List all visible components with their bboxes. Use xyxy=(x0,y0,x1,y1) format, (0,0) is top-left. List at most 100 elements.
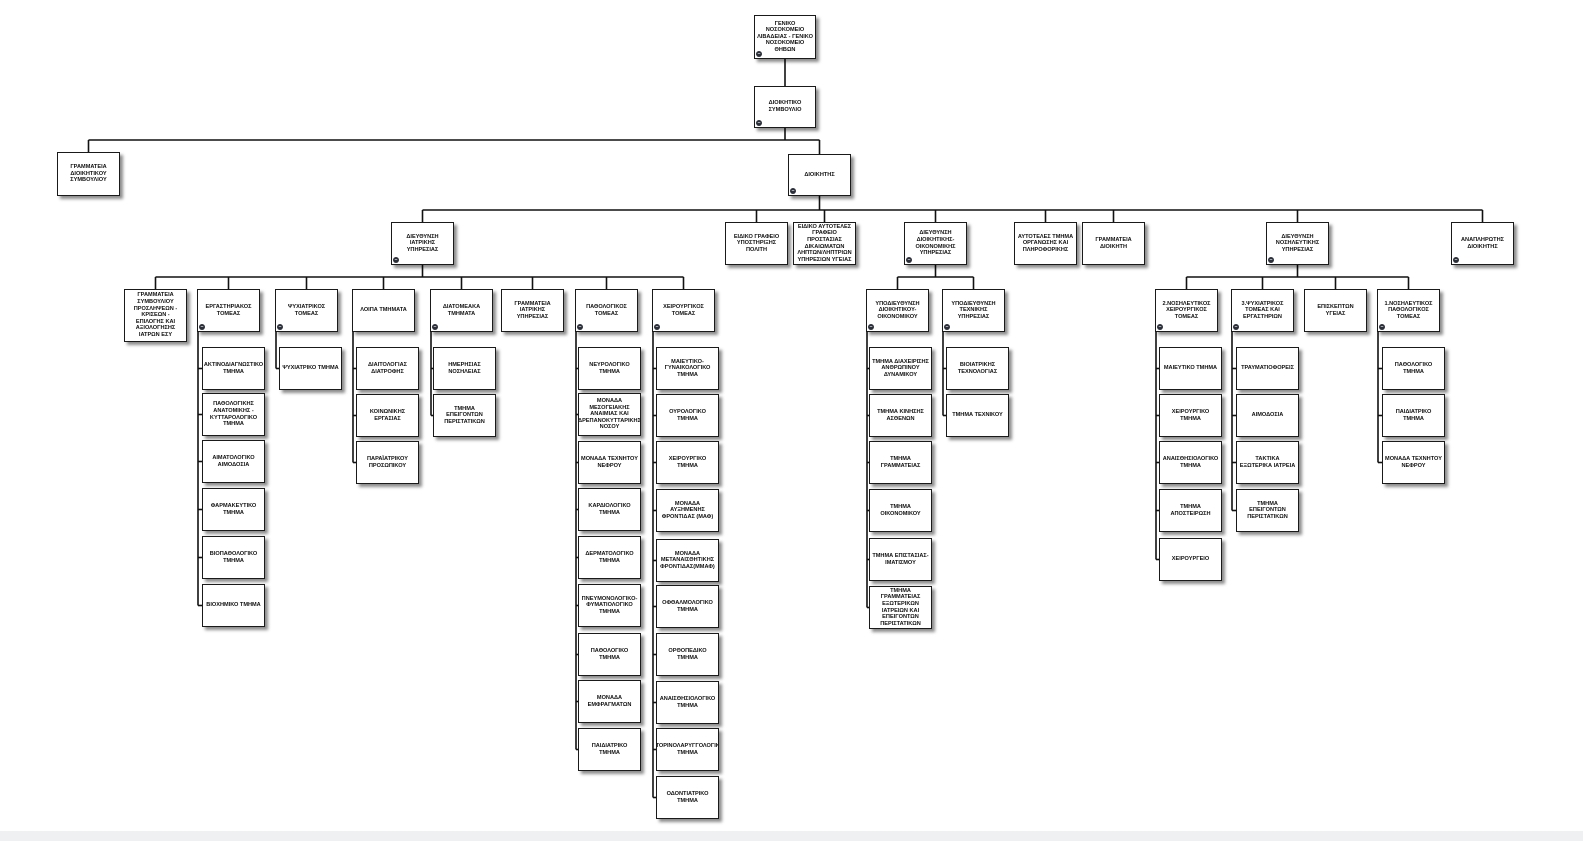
org-node-m5[interactable]: ΔΙΑΤΟΜΕΑΚΑ ΤΜΗΜΑΤΑ– xyxy=(430,289,493,332)
org-node-it[interactable]: ΑΥΤΟΤΕΛΕΣ ΤΜΗΜΑ ΟΡΓΑΝΩΣΗΣ ΚΑΙ ΠΛΗΡΟΦΟΡΙΚ… xyxy=(1014,222,1077,265)
org-node-pa1[interactable]: ΝΕΥΡΟΛΟΓΙΚΟ ΤΜΗΜΑ xyxy=(578,347,641,390)
org-node-n4-2[interactable]: ΠΑΙΔΙΑΤΡΙΚΟ ΤΜΗΜΑ xyxy=(1382,394,1445,437)
expand-collapse-icon[interactable]: – xyxy=(393,257,399,263)
org-node-s10[interactable]: ΟΔΟΝΤΙΑΤΡΙΚΟ ΤΜΗΜΑ xyxy=(656,776,719,819)
org-node-label: ΤΜΗΜΑ ΑΠΟΣΤΕΙΡΩΣΗ xyxy=(1170,503,1211,517)
expand-collapse-icon[interactable]: – xyxy=(906,257,912,263)
org-node-pa4[interactable]: ΚΑΡΔΙΟΛΟΓΙΚΟ ΤΜΗΜΑ xyxy=(578,488,641,531)
expand-collapse-icon[interactable]: – xyxy=(1379,324,1385,330)
org-node-l1[interactable]: ΑΚΤΙΝΟΔΙΑΓΝΩΣΤΙΚΟ ΤΜΗΜΑ xyxy=(202,347,265,390)
org-node-deputy[interactable]: ΑΝΑΠΛΗΡΩΤΗΣ ΔΙΟΙΚΗΤΗΣ– xyxy=(1451,222,1514,265)
expand-collapse-icon[interactable]: – xyxy=(654,324,660,330)
org-node-n2-3[interactable]: ΤΑΚΤΙΚΑ ΕΞΩΤΕΡΙΚΑ ΙΑΤΡΕΙΑ xyxy=(1236,441,1299,484)
org-node-admin[interactable]: ΔΙΕΥΘΥΝΣΗ ΔΙΟΙΚΗΤΙΚΗΣ-ΟΙΚΟΝΟΜΙΚΗΣ ΥΠΗΡΕΣ… xyxy=(904,222,967,265)
org-node-o1[interactable]: ΔΙΑΙΤΟΛΟΓΙΑΣ ΔΙΑΤΡΟΦΗΣ xyxy=(356,347,419,390)
org-node-p1[interactable]: ΨΥΧΙΑΤΡΙΚΟ ΤΜΗΜΑ xyxy=(279,347,342,390)
org-node-nursing[interactable]: ΔΙΕΥΘΥΝΣΗ ΝΟΣΗΛΕΥΤΙΚΗΣ ΥΠΗΡΕΣΙΑΣ– xyxy=(1266,222,1329,265)
org-node-pa3[interactable]: ΜΟΝΑΔΑ ΤΕΧΝΗΤΟΥ ΝΕΦΡΟΥ xyxy=(578,441,641,484)
expand-collapse-icon[interactable]: – xyxy=(944,324,950,330)
org-node-n2-1[interactable]: ΤΡΑΥΜΑΤΙΟΦΟΡΕΙΣ xyxy=(1236,347,1299,390)
org-node-m8[interactable]: ΧΕΙΡΟΥΡΓΙΚΟΣ ΤΟΜΕΑΣ– xyxy=(652,289,715,332)
org-node-pa5[interactable]: ΔΕΡΜΑΤΟΛΟΓΙΚΟ ΤΜΗΜΑ xyxy=(578,536,641,579)
org-node-n1-2[interactable]: ΧΕΙΡΟΥΡΓΙΚΟ ΤΜΗΜΑ xyxy=(1159,394,1222,437)
expand-collapse-icon[interactable]: – xyxy=(790,188,796,194)
org-node-n3[interactable]: ΕΠΙΣΚΕΠΤΩΝ ΥΓΕΙΑΣ xyxy=(1304,289,1367,332)
org-node-n2-4[interactable]: ΤΜΗΜΑ ΕΠΕΙΓΟΝΤΩΝ ΠΕΡΙΣΤΑΤΙΚΩΝ xyxy=(1236,489,1299,532)
org-node-pa2[interactable]: ΜΟΝΑΔΑ ΜΕΣΟΓΕΙΑΚΗΣ ΑΝΑΙΜΙΑΣ ΚΑΙ ΔΡΕΠΑΝΟΚ… xyxy=(578,393,641,436)
org-node-s4[interactable]: ΜΟΝΑΔΑ ΑΥΞΗΜΕΝΗΣ ΦΡΟΝΤΙΔΑΣ (ΜΑΦ) xyxy=(656,489,719,532)
org-node-n1[interactable]: 2.ΝΟΣΗΛΕΥΤΙΚΟΣ ΧΕΙΡΟΥΡΓΙΚΟΣ ΤΟΜΕΑΣ– xyxy=(1155,289,1218,332)
org-node-s9[interactable]: ΩΤΟΡΙΝΟΛΑΡΥΓΓΟΛΟΓΙΚΟ ΤΜΗΜΑ xyxy=(656,728,719,771)
org-node-s6[interactable]: ΟΦΘΑΛΜΟΛΟΓΙΚΟ ΤΜΗΜΑ xyxy=(656,585,719,628)
org-node-l3[interactable]: ΑΙΜΑΤΟΛΟΓΙΚΟ ΑΙΜΟΔΟΣΙΑ xyxy=(202,440,265,483)
org-node-med[interactable]: ΔΙΕΥΘΥΝΣΗ ΙΑΤΡΙΚΗΣ ΥΠΗΡΕΣΙΑΣ– xyxy=(391,222,454,265)
org-node-label: ΥΠΟΔΙΕΥΘΥΝΣΗ ΤΕΧΝΙΚΗΣ ΥΠΗΡΕΣΙΑΣ xyxy=(951,300,996,320)
org-node-l4[interactable]: ΦΑΡΜΑΚΕΥΤΙΚΟ ΤΜΗΜΑ xyxy=(202,488,265,531)
org-node-pa7[interactable]: ΠΑΘΟΛΟΓΙΚΟ ΤΜΗΜΑ xyxy=(578,633,641,676)
org-node-m6[interactable]: ΓΡΑΜΜΑΤΕΙΑ ΙΑΤΡΙΚΗΣ ΥΠΗΡΕΣΙΑΣ xyxy=(501,289,564,332)
expand-collapse-icon[interactable]: – xyxy=(432,324,438,330)
org-node-board[interactable]: ΔΙΟΙΚΗΤΙΚΟ ΣΥΜΒΟΥΛΙΟ– xyxy=(754,86,816,128)
org-node-a1-5[interactable]: ΤΜΗΜΑ ΕΠΙΣΤΑΣΙΑΣ-ΙΜΑΤΙΣΜΟΥ xyxy=(869,538,932,581)
org-node-o3[interactable]: ΠΑΡΑΪΑΤΡΙΚΟΥ ΠΡΟΣΩΠΙΚΟΥ xyxy=(356,441,419,484)
expand-collapse-icon[interactable]: – xyxy=(1453,257,1459,263)
org-node-governor[interactable]: ΔΙΟΙΚΗΤΗΣ– xyxy=(788,154,851,196)
org-node-pa6[interactable]: ΠΝΕΥΜΟΝΟΛΟΓΙΚΟ-ΦΥΜΑΤΙΟΛΟΓΙΚΟ ΤΜΗΜΑ xyxy=(578,584,641,627)
org-node-l2[interactable]: ΠΑΘΟΛΟΓΙΚΗΣ ΑΝΑΤΟΜΙΚΗΣ - ΚΥΤΤΑΡΟΛΟΓΙΚΟ Τ… xyxy=(202,393,265,436)
org-node-s3[interactable]: ΧΕΙΡΟΥΡΓΙΚΟ ΤΜΗΜΑ xyxy=(656,441,719,484)
expand-collapse-icon[interactable]: – xyxy=(868,324,874,330)
org-node-n2[interactable]: 3.ΨΥΧΙΑΤΡΙΚΟΣ ΤΟΜΕΑΣ ΚΑΙ ΕΡΓΑΣΤΗΡΙΩΝ– xyxy=(1231,289,1294,332)
org-node-o2[interactable]: ΚΟΙΝΩΝΙΚΗΣ ΕΡΓΑΣΙΑΣ xyxy=(356,394,419,437)
org-node-l5[interactable]: ΒΙΟΠΑΘΟΛΟΓΙΚΟ ΤΜΗΜΑ xyxy=(202,536,265,579)
expand-collapse-icon[interactable]: – xyxy=(577,324,583,330)
org-node-a1-2[interactable]: ΤΜΗΜΑ ΚΙΝΗΣΗΣ ΑΣΘΕΝΩΝ xyxy=(869,394,932,437)
org-node-s5[interactable]: ΜΟΝΑΔΑ ΜΕΤΑΝΑΙΣΘΗΤΙΚΗΣ ΦΡΟΝΤΙΔΑΣ(ΜΜΑΦ) xyxy=(656,539,719,582)
org-node-label: ΛΟΙΠΑ ΤΜΗΜΑΤΑ xyxy=(360,307,407,314)
org-node-d2[interactable]: ΤΜΗΜΑ ΕΠΕΙΓΟΝΤΩΝ ΠΕΡΙΣΤΑΤΙΚΩΝ xyxy=(433,394,496,437)
org-node-rights[interactable]: ΕΙΔΙΚΟ ΑΥΤΟΤΕΛΕΣ ΓΡΑΦΕΙΟ ΠΡΟΣΤΑΣΙΑΣ ΔΙΚΑ… xyxy=(793,222,856,265)
org-node-n4-3[interactable]: ΜΟΝΑΔΑ ΤΕΧΝΗΤΟΥ ΝΕΦΡΟΥ xyxy=(1382,441,1445,484)
org-node-n4[interactable]: 1.ΝΟΣΗΛΕΥΤΙΚΟΣ ΠΑΘΟΛΟΓΙΚΟΣ ΤΟΜΕΑΣ– xyxy=(1377,289,1440,332)
org-node-n1-4[interactable]: ΤΜΗΜΑ ΑΠΟΣΤΕΙΡΩΣΗ xyxy=(1159,489,1222,532)
org-node-a2[interactable]: ΥΠΟΔΙΕΥΘΥΝΣΗ ΤΕΧΝΙΚΗΣ ΥΠΗΡΕΣΙΑΣ– xyxy=(942,289,1005,332)
org-node-a1-1[interactable]: ΤΜΗΜΑ ΔΙΑΧΕΙΡΙΣΗΣ ΑΝΘΡΩΠΙΝΟΥ ΔΥΝΑΜΙΚΟΥ xyxy=(869,347,932,390)
org-node-m4[interactable]: ΛΟΙΠΑ ΤΜΗΜΑΤΑ xyxy=(352,289,415,332)
org-node-label: ΜΟΝΑΔΑ ΤΕΧΝΗΤΟΥ ΝΕΦΡΟΥ xyxy=(581,455,638,469)
org-node-pa9[interactable]: ΠΑΙΔΙΑΤΡΙΚΟ ΤΜΗΜΑ xyxy=(578,728,641,771)
org-node-a1-3[interactable]: ΤΜΗΜΑ ΓΡΑΜΜΑΤΕΙΑΣ xyxy=(869,441,932,484)
org-node-n1-1[interactable]: ΜΑΙΕΥΤΙΚΟ ΤΜΗΜΑ xyxy=(1159,347,1222,390)
org-node-a1-4[interactable]: ΤΜΗΜΑ ΟΙΚΟΝΟΜΙΚΟΥ xyxy=(869,489,932,532)
org-node-a1[interactable]: ΥΠΟΔΙΕΥΘΥΝΣΗ ΔΙΟΙΚΗΤΙΚΟΥ-ΟΙΚΟΝΟΜΙΚΟΥ– xyxy=(866,289,929,332)
org-node-a2-2[interactable]: ΤΜΗΜΑ ΤΕΧΝΙΚΟΥ xyxy=(946,394,1009,437)
org-node-a1-6[interactable]: ΤΜΗΜΑ ΓΡΑΜΜΑΤΕΙΑΣ ΕΞΩΤΕΡΙΚΩΝ ΙΑΤΡΕΙΩΝ ΚΑ… xyxy=(869,586,932,629)
org-node-n1-3[interactable]: ΑΝΑΙΣΘΗΣΙΟΛΟΓΙΚΟ ΤΜΗΜΑ xyxy=(1159,441,1222,484)
org-node-s8[interactable]: ΑΝΑΙΣΘΗΣΙΟΛΟΓΙΚΟ ΤΜΗΜΑ xyxy=(656,681,719,724)
org-node-m3[interactable]: ΨΥΧΙΑΤΡΙΚΟΣ ΤΟΜΕΑΣ– xyxy=(275,289,338,332)
expand-collapse-icon[interactable]: – xyxy=(1157,324,1163,330)
expand-collapse-icon[interactable]: – xyxy=(756,120,762,126)
expand-collapse-icon[interactable]: – xyxy=(1233,324,1239,330)
org-node-m2[interactable]: ΕΡΓΑΣΤΗΡΙΑΚΟΣ ΤΟΜΕΑΣ– xyxy=(197,289,260,332)
org-node-n1-5[interactable]: ΧΕΙΡΟΥΡΓΕΙΟ xyxy=(1159,538,1222,581)
org-node-s7[interactable]: ΟΡΘΟΠΕΔΙΚΟ ΤΜΗΜΑ xyxy=(656,633,719,676)
expand-collapse-icon[interactable]: – xyxy=(1268,257,1274,263)
org-node-s2[interactable]: ΟΥΡΟΛΟΓΙΚΟ ΤΜΗΜΑ xyxy=(656,394,719,437)
org-node-board-secr[interactable]: ΓΡΑΜΜΑΤΕΙΑ ΔΙΟΙΚΗΤΙΚΟΥ ΣΥΜΒΟΥΛΙΟΥ xyxy=(57,152,120,196)
org-node-s1[interactable]: ΜΑΙΕΥΤΙΚΟ-ΓΥΝΑΙΚΟΛΟΓΙΚΟ ΤΜΗΜΑ xyxy=(656,347,719,390)
org-node-label: ΟΥΡΟΛΟΓΙΚΟ ΤΜΗΜΑ xyxy=(669,408,706,422)
org-node-pa8[interactable]: ΜΟΝΑΔΑ ΕΜΦΡΑΓΜΑΤΩΝ xyxy=(578,680,641,723)
org-node-d1[interactable]: ΗΜΕΡΗΣΙΑΣ ΝΟΣΗΛΕΙΑΣ xyxy=(433,347,496,390)
org-node-l6[interactable]: ΒΙΟΧΗΜΙΚΟ ΤΜΗΜΑ xyxy=(202,584,265,627)
org-node-label: ΤΜΗΜΑ ΕΠΙΣΤΑΣΙΑΣ-ΙΜΑΤΙΣΜΟΥ xyxy=(872,552,929,566)
org-node-root[interactable]: ΓΕΝΙΚΟ ΝΟΣΟΚΟΜΕΙΟ ΛΙΒΑΔΕΙΑΣ - ΓΕΝΙΚΟ ΝΟΣ… xyxy=(754,15,816,59)
org-node-gov-secr[interactable]: ΓΡΑΜΜΑΤΕΙΑ ΔΙΟΙΚΗΤΗ xyxy=(1082,222,1145,265)
org-node-m1[interactable]: ΓΡΑΜΜΑΤΕΙΑ ΣΥΜΒΟΥΛΙΟΥ ΠΡΟΣΛΗΨΕΩΝ - ΚΡΙΣΕ… xyxy=(124,289,187,342)
org-node-m7[interactable]: ΠΑΘΟΛΟΓΙΚΟΣ ΤΟΜΕΑΣ– xyxy=(575,289,638,332)
org-node-n2-2[interactable]: ΑΙΜΟΔΟΣΙΑ xyxy=(1236,394,1299,437)
expand-collapse-icon[interactable]: – xyxy=(277,324,283,330)
org-node-a2-1[interactable]: ΒΙΟΙΑΤΡΙΚΗΣ ΤΕΧΝΟΛΟΓΙΑΣ xyxy=(946,347,1009,390)
expand-collapse-icon[interactable]: – xyxy=(199,324,205,330)
org-node-n4-1[interactable]: ΠΑΘΟΛΟΓΙΚΟ ΤΜΗΜΑ xyxy=(1382,347,1445,390)
org-node-citizen[interactable]: ΕΙΔΙΚΟ ΓΡΑΦΕΙΟ ΥΠΟΣΤΗΡΙΞΗΣ ΠΟΛΙΤΗ xyxy=(725,222,788,265)
expand-collapse-icon[interactable]: – xyxy=(756,51,762,57)
